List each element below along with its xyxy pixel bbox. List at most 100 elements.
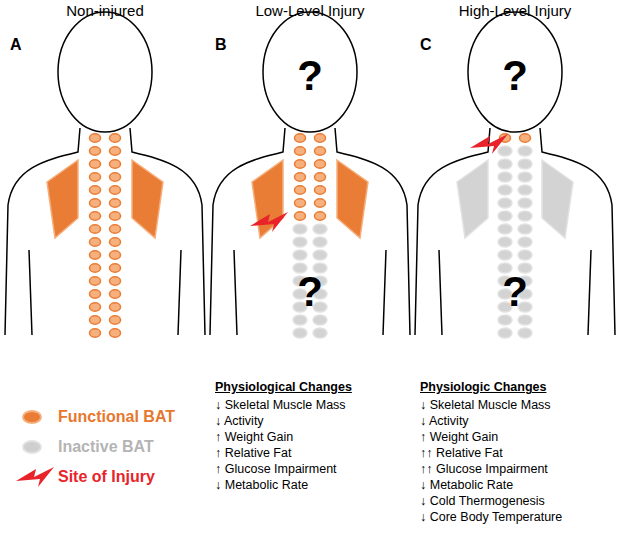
paravertebral-bat: [315, 212, 326, 220]
question-mark: ?: [502, 268, 528, 316]
paravertebral-bat: [110, 329, 121, 337]
paravertebral-bat: [110, 303, 121, 311]
legend-swatch: [23, 441, 41, 453]
paravertebral-bat: [110, 238, 121, 246]
legend-text: Site of Injury: [58, 468, 155, 486]
interscapular-bat: [337, 160, 368, 238]
paravertebral-bat: [90, 316, 101, 324]
injury-bolt: [470, 134, 508, 154]
paravertebral-bat: [293, 315, 307, 325]
paravertebral-bat: [498, 198, 512, 208]
paravertebral-bat: [313, 224, 327, 234]
paravertebral-bat: [518, 172, 532, 182]
list-item: ↓ Cold Thermogenesis: [420, 494, 545, 508]
list-item: ↑ Glucose Impairment: [215, 462, 337, 476]
paravertebral-bat: [498, 146, 512, 156]
paravertebral-bat: [110, 199, 121, 207]
paravertebral-bat: [518, 185, 532, 195]
body-outline: [5, 12, 205, 335]
legend-text: Functional BAT: [58, 408, 175, 426]
body-outline: [415, 12, 615, 335]
list-item: ↓ Metabolic Rate: [215, 478, 308, 492]
interscapular-bat: [132, 160, 163, 238]
paravertebral-bat: [293, 250, 307, 260]
panel-title: Low-Level Injury: [255, 2, 364, 19]
paravertebral-bat: [295, 160, 306, 168]
paravertebral-bat: [110, 134, 121, 142]
paravertebral-bat: [313, 250, 327, 260]
panel-letter: B: [215, 36, 227, 54]
paravertebral-bat: [518, 250, 532, 260]
paravertebral-bat: [315, 147, 326, 155]
paravertebral-bat: [90, 290, 101, 298]
paravertebral-bat: [295, 212, 306, 220]
paravertebral-bat: [498, 185, 512, 195]
paravertebral-bat: [90, 238, 101, 246]
paravertebral-bat: [110, 290, 121, 298]
paravertebral-bat: [518, 146, 532, 156]
list-item: ↓ Skeletal Muscle Mass: [215, 398, 346, 412]
legend-text: Inactive BAT: [58, 438, 154, 456]
paravertebral-bat: [90, 199, 101, 207]
list-item: ↑↑ Glucose Impairment: [420, 462, 548, 476]
paravertebral-bat: [110, 160, 121, 168]
paravertebral-bat: [90, 329, 101, 337]
paravertebral-bat: [293, 224, 307, 234]
paravertebral-bat: [295, 199, 306, 207]
paravertebral-bat: [110, 225, 121, 233]
paravertebral-bat: [110, 316, 121, 324]
paravertebral-bat: [498, 328, 512, 338]
paravertebral-bat: [315, 186, 326, 194]
panel-letter: C: [420, 36, 432, 54]
paravertebral-bat: [498, 237, 512, 247]
paravertebral-bat: [498, 159, 512, 169]
paravertebral-bat: [293, 328, 307, 338]
paravertebral-bat: [518, 211, 532, 221]
paravertebral-bat: [315, 173, 326, 181]
paravertebral-bat: [315, 160, 326, 168]
paravertebral-bat: [90, 147, 101, 155]
paravertebral-bat: [498, 224, 512, 234]
paravertebral-bat: [110, 186, 121, 194]
paravertebral-bat: [295, 134, 306, 142]
list-item: ↓ Skeletal Muscle Mass: [420, 398, 551, 412]
list-item: ↓ Core Body Temperature: [420, 510, 562, 524]
paravertebral-bat: [90, 160, 101, 168]
paravertebral-bat: [498, 172, 512, 182]
paravertebral-bat: [90, 225, 101, 233]
paravertebral-bat: [90, 173, 101, 181]
paravertebral-bat: [110, 251, 121, 259]
paravertebral-bat: [90, 303, 101, 311]
legend-entry: Inactive BAT: [14, 434, 274, 460]
paravertebral-bat: [518, 159, 532, 169]
list-item: ↓ Activity: [420, 414, 469, 428]
paravertebral-bat: [295, 147, 306, 155]
list-item: ↑↑ Relative Fat: [420, 446, 503, 460]
interscapular-bat: [47, 160, 78, 238]
paravertebral-bat: [110, 264, 121, 272]
legend-swatch: [16, 467, 54, 487]
interscapular-bat: [542, 160, 573, 238]
list-item: ↑ Relative Fat: [215, 446, 291, 460]
paravertebral-bat: [90, 134, 101, 142]
paravertebral-bat: [90, 212, 101, 220]
paravertebral-bat: [498, 250, 512, 260]
injury-bolt: [250, 212, 288, 232]
list-heading: Physiologic Changes: [420, 380, 546, 394]
paravertebral-bat: [313, 237, 327, 247]
paravertebral-bat: [90, 264, 101, 272]
panel-letter: A: [10, 36, 22, 54]
question-mark: ?: [502, 52, 528, 100]
paravertebral-bat: [90, 277, 101, 285]
paravertebral-bat: [313, 328, 327, 338]
paravertebral-bat: [90, 186, 101, 194]
body-outline: [210, 12, 410, 335]
paravertebral-bat: [315, 199, 326, 207]
paravertebral-bat: [110, 212, 121, 220]
list-item: ↑ Weight Gain: [215, 430, 293, 444]
legend-entry: Functional BAT: [14, 404, 274, 430]
paravertebral-bat: [315, 134, 326, 142]
paravertebral-bat: [313, 315, 327, 325]
question-mark: ?: [297, 268, 323, 316]
paravertebral-bat: [295, 186, 306, 194]
